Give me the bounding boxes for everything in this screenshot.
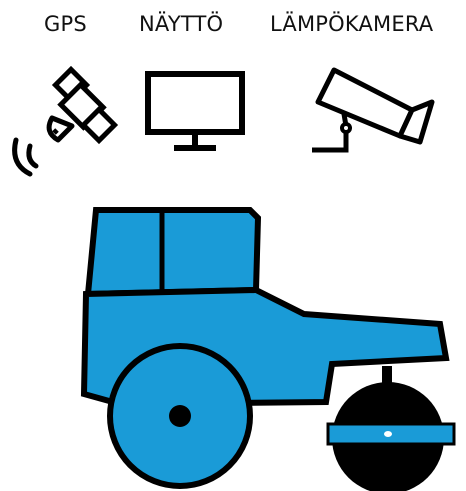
roller-cab: [88, 210, 258, 294]
monitor-icon: [144, 70, 246, 154]
display-label: NÄYTTÖ: [139, 12, 223, 36]
road-roller-illustration: [0, 190, 466, 491]
security-camera-icon: [308, 62, 440, 158]
drum-axle: [384, 431, 392, 437]
thermal-camera-label: LÄMPÖKAMERA: [270, 12, 433, 36]
gps-label: GPS: [44, 12, 87, 36]
satellite-icon: [10, 60, 130, 178]
rear-wheel-hub: [169, 405, 191, 427]
